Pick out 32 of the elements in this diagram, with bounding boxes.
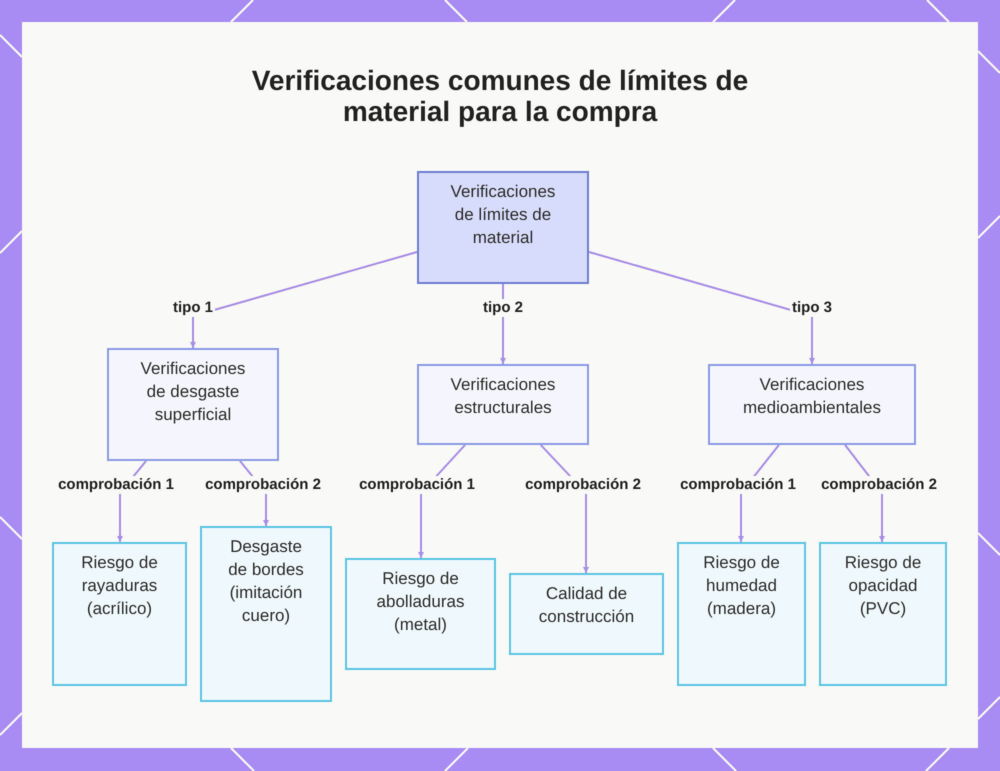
node-text: Calidad de construcción bbox=[538, 583, 636, 628]
leaf-box bbox=[200, 526, 332, 702]
edge-label: comprobación 1 bbox=[678, 476, 798, 494]
node-text: Verificaciones de límites de material bbox=[450, 181, 556, 249]
category-box bbox=[107, 348, 279, 461]
node-text: Riesgo de humedad (madera) bbox=[702, 552, 781, 620]
leaf-box bbox=[677, 542, 806, 686]
category-box bbox=[708, 364, 916, 445]
connector-line bbox=[190, 251, 418, 348]
edge-label: tipo 1 bbox=[171, 299, 215, 317]
node-text: Verificaciones medioambientales bbox=[742, 374, 882, 419]
node-text: Desgaste de bordes (imitación cuero) bbox=[227, 536, 305, 627]
edge-label: comprobación 1 bbox=[357, 476, 477, 494]
node-text: Riesgo de opacidad (PVC) bbox=[844, 552, 922, 620]
leaf-box bbox=[819, 542, 947, 686]
node-text: Verificaciones de desgaste superficial bbox=[140, 358, 246, 426]
edge-label: comprobación 2 bbox=[523, 476, 643, 494]
leaf-box bbox=[345, 558, 496, 670]
edge-label: comprobación 2 bbox=[819, 476, 939, 494]
leaf-box bbox=[509, 573, 664, 655]
node-text: Riesgo de abolladuras (metal) bbox=[376, 568, 466, 636]
edge-label: comprobación 2 bbox=[203, 476, 323, 494]
category-box bbox=[417, 364, 589, 445]
edge-label: tipo 2 bbox=[481, 299, 525, 317]
root-box bbox=[417, 171, 589, 284]
leaf-box bbox=[52, 542, 187, 686]
diagram-title: Verificaciones comunes de límites de material para la compra bbox=[250, 65, 750, 127]
connector-line bbox=[588, 251, 815, 364]
edge-label: tipo 3 bbox=[790, 299, 834, 317]
node-text: Verificaciones estructurales bbox=[450, 374, 556, 419]
edge-label: comprobación 1 bbox=[56, 476, 176, 494]
node-text: Riesgo de rayaduras (acrílico) bbox=[80, 552, 159, 620]
